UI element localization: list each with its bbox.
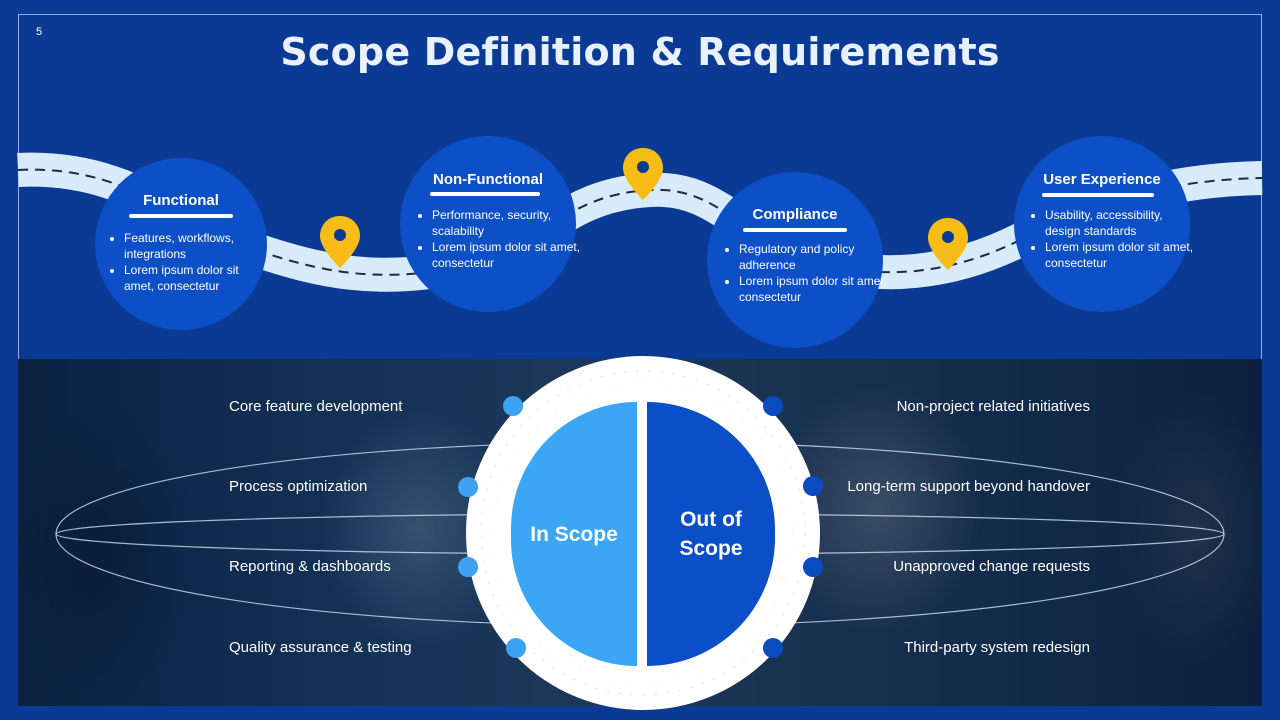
title-underline (1042, 193, 1154, 197)
bullet-item: Performance, security, scalability (432, 207, 582, 239)
requirement-bullets: Features, workflows, integrations Lorem … (107, 230, 272, 294)
in-scope-item: Quality assurance & testing (229, 639, 412, 656)
requirement-user-experience: User Experience Usability, accessibility… (1014, 136, 1193, 312)
in-scope-dot (506, 638, 526, 658)
requirement-bullets: Performance, security, scalability Lorem… (415, 207, 582, 271)
in-scope-label: In Scope (530, 522, 618, 546)
requirement-bullets: Regulatory and policy adherence Lorem ip… (722, 241, 889, 305)
requirement-title: Functional (143, 192, 219, 209)
out-of-scope-item: Third-party system redesign (904, 639, 1090, 656)
requirement-title: Non-Functional (433, 171, 543, 188)
in-scope-item: Reporting & dashboards (229, 558, 391, 575)
page-title: Scope Definition & Requirements (280, 30, 1000, 74)
out-of-scope-item: Unapproved change requests (893, 558, 1090, 575)
bullet-item: Lorem ipsum dolor sit amet, consectetur (1045, 239, 1195, 271)
in-scope-item: Core feature development (229, 398, 403, 415)
requirement-title: Compliance (752, 206, 838, 223)
circle-pattern (480, 370, 806, 696)
location-pin-icon (623, 148, 663, 200)
location-pin-icon (928, 218, 968, 270)
requirement-functional: Functional Features, workflows, integrat… (95, 158, 267, 330)
out-of-scope-item: Long-term support beyond handover (847, 478, 1090, 495)
in-scope-dot (503, 396, 523, 416)
bullet-item: Usability, accessibility, design standar… (1045, 207, 1195, 239)
location-pin-icon (320, 216, 360, 268)
requirement-bullets: Usability, accessibility, design standar… (1028, 207, 1195, 271)
bullet-item: Features, workflows, integrations (124, 230, 272, 262)
requirement-title: User Experience (1043, 171, 1161, 188)
out-of-scope-label: Out of Scope (679, 508, 743, 560)
title-underline (743, 228, 847, 232)
bullet-item: Lorem ipsum dolor sit amet, consectetur (124, 262, 272, 294)
out-of-scope-dot (803, 557, 823, 577)
out-of-scope-dot (803, 476, 823, 496)
title-underline (430, 192, 540, 196)
out-of-scope-dot (763, 638, 783, 658)
slide-number: 5 (36, 26, 43, 38)
in-scope-item: Process optimization (229, 478, 368, 495)
requirement-non-functional: Non-Functional Performance, security, sc… (400, 136, 580, 312)
requirement-compliance: Compliance Regulatory and policy adheren… (707, 172, 887, 348)
in-scope-dot (458, 557, 478, 577)
out-of-scope-dot (763, 396, 783, 416)
title-underline (129, 214, 233, 218)
out-of-scope-item: Non-project related initiatives (896, 398, 1090, 415)
in-scope-dot (458, 477, 478, 497)
bullet-item: Lorem ipsum dolor sit amet, consectetur (432, 239, 582, 271)
bullet-item: Lorem ipsum dolor sit amet, consectetur (739, 273, 889, 305)
bullet-item: Regulatory and policy adherence (739, 241, 889, 273)
